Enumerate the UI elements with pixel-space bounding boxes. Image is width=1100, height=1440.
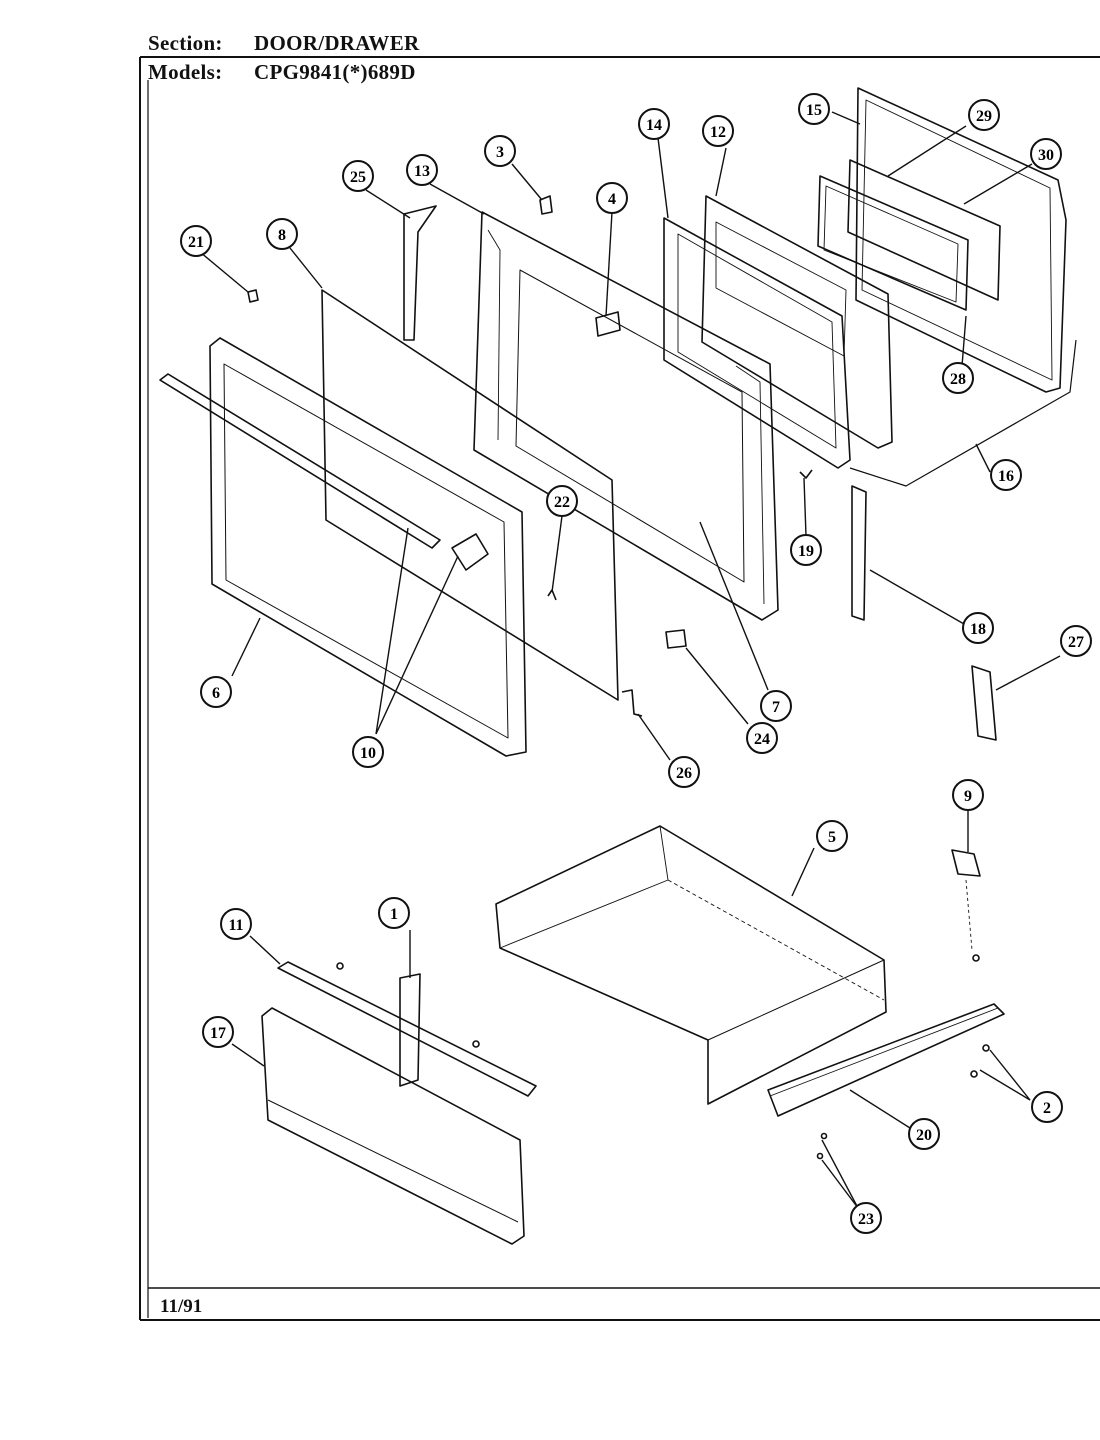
callout-label: 13 — [414, 163, 430, 180]
callout-label: 11 — [228, 917, 243, 934]
callout-4: 4 — [596, 182, 628, 214]
callout-label: 1 — [390, 906, 398, 923]
callout-label: 21 — [188, 234, 204, 251]
callout-1: 1 — [378, 897, 410, 929]
callout-label: 20 — [916, 1127, 932, 1144]
callout-label: 14 — [646, 117, 662, 134]
callout-label: 15 — [806, 102, 822, 119]
callout-12: 12 — [702, 115, 734, 147]
callout-3: 3 — [484, 135, 516, 167]
callout-label: 2 — [1043, 1100, 1051, 1117]
callout-label: 4 — [608, 191, 616, 208]
callout-27: 27 — [1060, 625, 1092, 657]
callout-label: 26 — [676, 765, 692, 782]
callout-14: 14 — [638, 108, 670, 140]
callout-26: 26 — [668, 756, 700, 788]
section-value: DOOR/DRAWER — [254, 31, 420, 55]
callout-22: 22 — [546, 485, 578, 517]
callout-label: 30 — [1038, 147, 1054, 164]
callout-25: 25 — [342, 160, 374, 192]
callout-7: 7 — [760, 690, 792, 722]
callout-24: 24 — [746, 722, 778, 754]
drawer-assembly — [261, 825, 1005, 1245]
callout-10: 10 — [352, 736, 384, 768]
callout-11: 11 — [220, 908, 252, 940]
callout-label: 3 — [496, 144, 504, 161]
callout-label: 18 — [970, 621, 986, 638]
callout-5: 5 — [816, 820, 848, 852]
callout-28: 28 — [942, 362, 974, 394]
callout-label: 29 — [976, 108, 992, 125]
callout-label: 19 — [798, 543, 814, 560]
callout-label: 25 — [350, 169, 366, 186]
callout-label: 24 — [754, 731, 770, 748]
callout-8: 8 — [266, 218, 298, 250]
callout-label: 16 — [998, 468, 1014, 485]
models-value: CPG9841(*)689D — [254, 60, 416, 84]
callout-label: 6 — [212, 685, 220, 702]
callout-16: 16 — [990, 459, 1022, 491]
callout-label: 5 — [828, 829, 836, 846]
callout-13: 13 — [406, 154, 438, 186]
callout-label: 8 — [278, 227, 286, 244]
callout-label: 9 — [964, 788, 972, 805]
callout-18: 18 — [962, 612, 994, 644]
leader-lines — [199, 111, 1061, 1209]
callout-15: 15 — [798, 93, 830, 125]
callout-9: 9 — [952, 779, 984, 811]
callout-label: 12 — [710, 124, 726, 141]
models-label: Models: — [148, 60, 223, 84]
callout-label: 17 — [210, 1025, 226, 1042]
callout-21: 21 — [180, 225, 212, 257]
callout-20: 20 — [908, 1118, 940, 1150]
callout-label: 7 — [772, 699, 780, 716]
revision-date: 11/91 — [160, 1296, 203, 1317]
section-label: Section: — [148, 31, 223, 55]
callout-17: 17 — [202, 1016, 234, 1048]
callout-label: 22 — [554, 494, 570, 511]
callout-30: 30 — [1030, 138, 1062, 170]
callout-29: 29 — [968, 99, 1000, 131]
callout-label: 23 — [858, 1211, 874, 1228]
callout-2: 2 — [1031, 1091, 1063, 1123]
callout-23: 23 — [850, 1202, 882, 1234]
callout-6: 6 — [200, 676, 232, 708]
callout-markers: 1234567891011121314151617181920212223242… — [180, 93, 1092, 1234]
callout-19: 19 — [790, 534, 822, 566]
door-assembly — [159, 87, 1077, 757]
callout-label: 27 — [1068, 634, 1084, 651]
callout-label: 28 — [950, 371, 966, 388]
callout-label: 10 — [360, 745, 376, 762]
